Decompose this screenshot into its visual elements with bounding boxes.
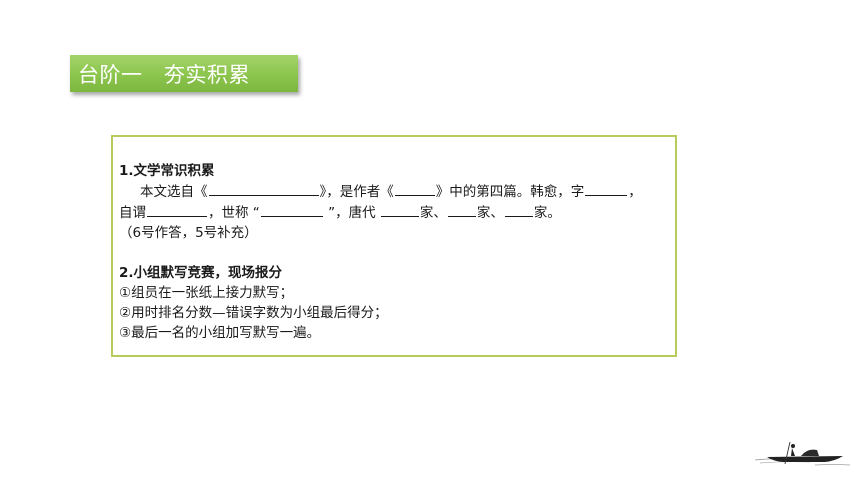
blank-school-1 (380, 202, 419, 217)
blank-school-3 (504, 202, 533, 217)
content-box: 1.文学常识积累 本文选自《 》，是作者《 》中的第四篇。韩愈，字 ， 自谓 ，世称 “… (111, 135, 677, 357)
section1-line1-text-b: 》，是作者《 (319, 184, 394, 200)
rule-item: ②用时排名分数—错误字数为小组最后得分； (119, 305, 388, 321)
section1-heading: 1.文学常识积累 (119, 163, 215, 179)
section1-line2-text-a: 自谓 (119, 205, 146, 221)
section1-line2: 自谓 ，世称 “ ”，唐代 家、 家、 家。 (119, 202, 669, 223)
section1-line1: 本文选自《 》，是作者《 》中的第四篇。韩愈，字 ， (119, 181, 669, 202)
rule-item: ③最后一名的小组加写默写一遍。 (119, 325, 321, 341)
section1-line1-text-a: 本文选自《 (140, 184, 208, 200)
section1-line1-text-c: 》中的第四篇。韩愈，字 (435, 184, 585, 200)
section-title-banner: 台阶一 夯实积累 (70, 55, 298, 92)
blank-collection-title (394, 181, 435, 196)
section1-line2-text-b: ，世称 “ (208, 205, 260, 221)
section2-heading: 2.小组默写竞赛，现场报分 (119, 265, 283, 281)
section1-line2-text-e: 家、 (476, 205, 504, 221)
section1-line1-text-d: ， (628, 184, 642, 200)
section1-line2-text-c: ”，唐代 (323, 205, 380, 221)
section1-note: （6号作答，5号补充） (119, 225, 258, 241)
blank-book-title (208, 181, 319, 196)
blank-known-as (260, 202, 323, 217)
blank-courtesy-name (585, 181, 628, 196)
rule-item: ①组员在一张纸上接力默写； (119, 285, 294, 301)
boat-icon (755, 441, 850, 466)
banner-title: 台阶一 夯实积累 (78, 62, 251, 87)
section1-line2-text-d: 家、 (419, 205, 447, 221)
blank-school-2 (447, 202, 476, 217)
section1-line2-text-f: 家。 (533, 205, 561, 221)
blank-self-title (147, 202, 207, 217)
